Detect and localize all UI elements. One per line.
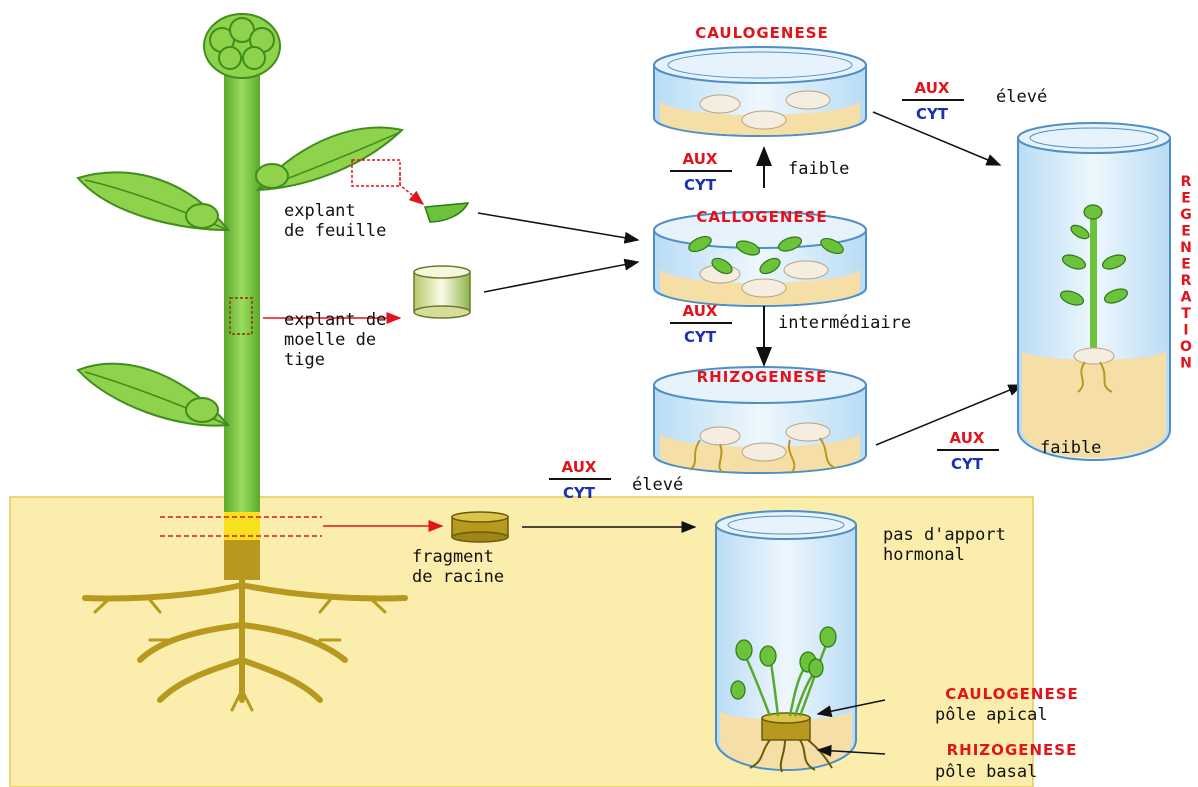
regeneration-letter: E	[1181, 257, 1191, 273]
arrow-leaf-to-callus	[478, 213, 638, 240]
label-basal-pole: pôle basal	[935, 762, 1037, 782]
regeneration-letter: G	[1180, 207, 1192, 223]
dish-caulogenese	[654, 47, 866, 136]
ratio-denominator: CYT	[563, 484, 596, 502]
leaf-explant-marker	[352, 160, 400, 186]
side-bud	[186, 204, 218, 228]
ratio-numerator: AUX	[683, 302, 718, 320]
root-fragment-cylinder	[452, 512, 508, 542]
label-leaf-explant-2: de feuille	[284, 221, 386, 241]
ratio-denominator: CYT	[916, 105, 949, 123]
level-faible-caulo: faible	[788, 159, 849, 179]
label-apical-pole: pôle apical	[935, 705, 1048, 725]
ratio-denominator: CYT	[951, 455, 984, 473]
label-root-fragment-1: fragment	[412, 547, 494, 567]
label-stem-explant-3: tige	[284, 350, 325, 370]
tube-regeneration	[1018, 123, 1170, 460]
side-bud	[186, 398, 218, 422]
stage-title-caulogenese-apical: CAULOGENESE	[945, 685, 1079, 703]
plant-stem	[224, 70, 260, 515]
regeneration-letter: N	[1180, 240, 1192, 256]
regeneration-letter: T	[1181, 306, 1191, 322]
stage-title-rhizogenese-basal: RHIZOGENESE	[947, 741, 1078, 759]
label-leaf-explant-1: explant	[284, 201, 356, 221]
level-eleve-regen: élevé	[996, 87, 1047, 107]
regeneration-letter: I	[1183, 323, 1188, 339]
ratio-root-left: AUX CYT	[549, 458, 611, 502]
leaf-explant	[425, 203, 468, 222]
regeneration-letter: N	[1180, 356, 1192, 372]
ratio-numerator: AUX	[950, 429, 985, 447]
regeneration-letter: R	[1181, 174, 1192, 190]
arrow-stem-to-callus	[484, 262, 638, 292]
regeneration-letter: E	[1181, 224, 1191, 240]
side-bud	[256, 164, 288, 188]
ratio-numerator: AUX	[562, 458, 597, 476]
regeneration-vertical-label: REGENERATION	[1180, 174, 1192, 372]
level-intermediaire: intermédiaire	[778, 313, 911, 333]
label-no-hormone-1: pas d'apport	[883, 525, 1006, 545]
ratio-numerator: AUX	[915, 79, 950, 97]
stage-title-rhizogenese: RHIZOGENESE	[697, 368, 828, 386]
regeneration-letter: A	[1181, 290, 1192, 306]
ratio-denominator: CYT	[684, 328, 717, 346]
label-stem-explant-2: moelle de	[284, 330, 376, 350]
level-eleve-root: élevé	[632, 475, 683, 495]
regeneration-letter: O	[1180, 339, 1192, 355]
apical-bud	[204, 14, 280, 78]
ratio-to-regen-bottom: AUX CYT	[937, 429, 999, 473]
stage-title-callogenese: CALLOGENESE	[696, 208, 827, 226]
ratio-to-rhizo: AUX CYT	[670, 302, 732, 346]
level-faible-regen: faible	[1040, 438, 1101, 458]
ratio-to-regen-top: AUX CYT	[902, 79, 964, 123]
stage-title-caulogenese: CAULOGENESE	[695, 24, 829, 42]
label-root-fragment-2: de racine	[412, 567, 504, 587]
regeneration-letter: R	[1181, 273, 1192, 289]
ratio-denominator: CYT	[684, 176, 717, 194]
stem-explant-cylinder	[414, 266, 470, 318]
regeneration-letter: E	[1181, 191, 1191, 207]
label-no-hormone-2: hormonal	[883, 545, 965, 565]
dish-callogenese	[654, 212, 866, 306]
ratio-numerator: AUX	[683, 150, 718, 168]
label-stem-explant-1: explant de	[284, 310, 386, 330]
ratio-to-caulo: AUX CYT	[670, 150, 732, 194]
tube-root-fragment	[716, 511, 856, 772]
